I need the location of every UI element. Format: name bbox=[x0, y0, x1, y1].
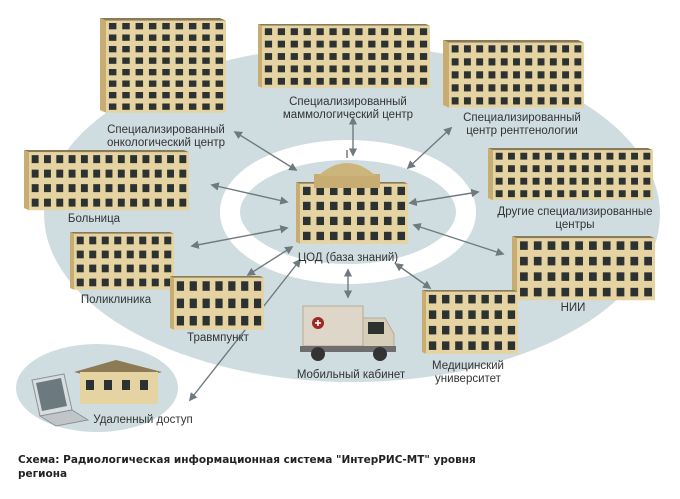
polyclinic-building bbox=[70, 232, 174, 290]
node-label-university: университет bbox=[435, 373, 502, 385]
node-label-mobile: Мобильный кабинет bbox=[297, 369, 406, 381]
figure-caption: Схема: Радиологическая информационная си… bbox=[18, 454, 476, 480]
center-building-body bbox=[296, 182, 408, 244]
radiology-building bbox=[443, 40, 584, 108]
node-label-mammology: Специализированный bbox=[289, 96, 407, 108]
connection-arrow bbox=[406, 126, 453, 170]
node-label-remote: Удаленный доступ bbox=[93, 414, 192, 426]
connection-arrow bbox=[233, 131, 298, 171]
node-label-university: Медицинский bbox=[432, 360, 504, 372]
connection-arrow bbox=[394, 263, 432, 289]
node-label-radiology: центр рентгенологии bbox=[466, 125, 578, 137]
university-building bbox=[422, 290, 518, 354]
research-building bbox=[512, 236, 655, 301]
node-label-other: Другие специализированные bbox=[497, 206, 652, 218]
node-label-mammology: маммологический центр bbox=[283, 109, 413, 121]
node-label-trauma: Травмпункт bbox=[187, 332, 250, 344]
node-label-radiology: Специализированный bbox=[463, 112, 581, 124]
connection-arrow bbox=[188, 258, 302, 402]
facility-illustrations bbox=[24, 18, 655, 354]
data-center-building bbox=[296, 150, 408, 244]
trauma-building bbox=[170, 276, 264, 330]
node-label-hospital: Больница bbox=[68, 213, 121, 225]
node-label-polyclinic: Поликлиника bbox=[81, 294, 152, 306]
node-label-research: НИИ bbox=[561, 302, 586, 314]
node-label-other: центры bbox=[555, 219, 594, 231]
center-label: ЦОД (база знаний) bbox=[298, 252, 398, 264]
node-label-oncology: онкологический центр bbox=[107, 137, 225, 149]
laptop-icon bbox=[31, 360, 162, 427]
connection-arrow bbox=[210, 182, 289, 205]
truck-icon bbox=[300, 305, 396, 361]
hospital-building bbox=[24, 150, 189, 211]
oncology-building bbox=[100, 18, 226, 113]
other-centers-building bbox=[488, 148, 653, 201]
mammology-building bbox=[258, 24, 430, 88]
connection-arrow bbox=[190, 225, 289, 249]
connection-arrow bbox=[408, 188, 480, 207]
connection-arrows bbox=[188, 116, 505, 402]
connection-arrow bbox=[412, 223, 505, 256]
node-label-oncology: Специализированный bbox=[107, 124, 225, 136]
